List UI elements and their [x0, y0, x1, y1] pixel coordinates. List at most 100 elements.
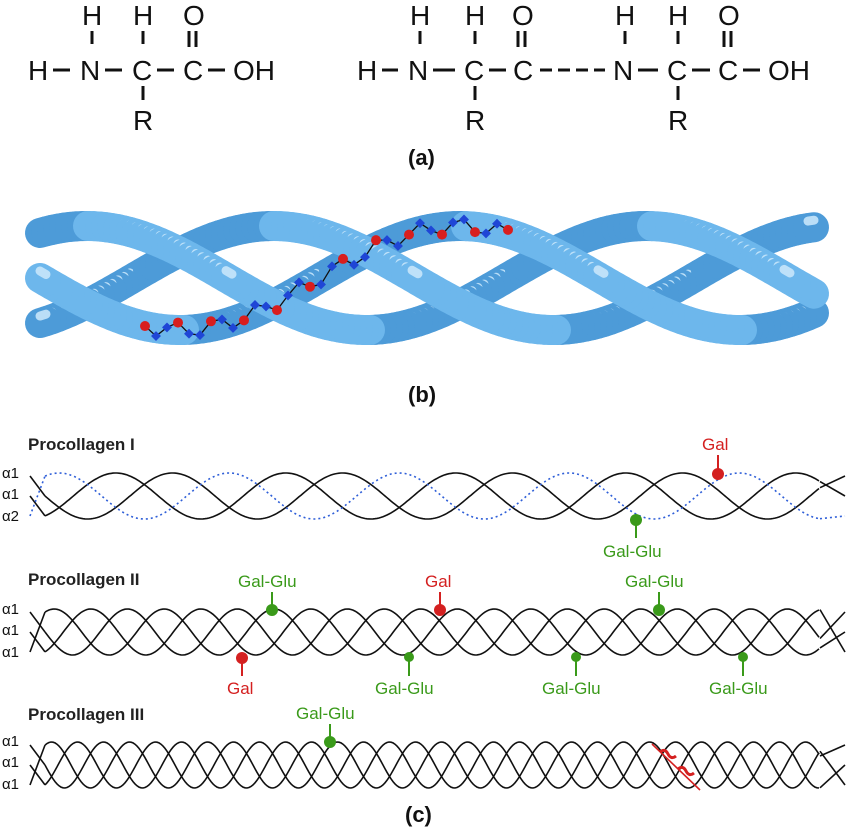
atom-o: O	[718, 0, 740, 31]
gal-glu-marker: Gal-Glu	[375, 652, 434, 698]
mod-label-gal-glu: Gal-Glu	[625, 572, 684, 591]
helix-highlight	[35, 309, 51, 321]
atom-h: H	[357, 55, 377, 86]
gal-marker: Gal	[227, 652, 253, 698]
residue-bead	[492, 218, 502, 229]
residue-bead	[217, 314, 227, 325]
atom-c: C	[667, 55, 687, 86]
helix-tube-segment	[793, 212, 829, 244]
glycine-bead	[437, 229, 447, 240]
atom-h: H	[28, 55, 48, 86]
residue-bead	[195, 330, 205, 341]
alpha1-chain	[44, 741, 820, 789]
residue-bead	[294, 277, 304, 288]
helix-highlight	[221, 266, 237, 279]
helix-tube-segment	[769, 261, 805, 295]
glycine-bead	[371, 235, 381, 246]
procollagen-i-title: Procollagen I	[28, 435, 135, 454]
glycine-bead	[239, 315, 249, 326]
alpha1-chain	[44, 608, 820, 656]
chain-tail	[819, 764, 846, 789]
atom-h: H	[410, 0, 430, 31]
gal-glu-marker: Gal-Glu	[238, 572, 297, 616]
procollagen-ii-helix	[29, 608, 846, 656]
alpha1-chain	[44, 472, 820, 520]
chain-tail	[819, 475, 846, 489]
helix-highlight	[407, 265, 423, 279]
group-oh: OH	[768, 55, 810, 86]
residue-bead	[349, 259, 359, 270]
mod-label-gal-glu: Gal-Glu	[238, 572, 297, 591]
disulfide-bond	[659, 748, 677, 760]
chain-label-alpha1: α1	[2, 776, 19, 793]
mod-label-gal-glu: Gal-Glu	[603, 542, 662, 561]
glycine-bead	[272, 305, 282, 316]
alpha1-chain	[44, 741, 820, 789]
chain-tail	[819, 744, 846, 757]
residue-bead	[316, 279, 326, 290]
helix-tube-segment	[583, 261, 619, 296]
residue-bead	[382, 235, 392, 246]
side-chain-r: R	[133, 105, 153, 136]
gal-glu-marker: Gal-Glu	[296, 704, 355, 748]
mod-label-gal: Gal	[425, 572, 451, 591]
dipeptide-structure: H H O H H O H N C C N C C	[357, 0, 810, 136]
chain-tail	[819, 515, 846, 520]
panel-label-a: (a)	[408, 145, 435, 170]
mod-label-gal-glu: Gal-Glu	[709, 679, 768, 698]
atom-c: C	[183, 55, 203, 86]
alpha1-chain	[44, 608, 820, 656]
chain-label-alpha1: α1	[2, 486, 19, 503]
gal-glu-marker: Gal-Glu	[709, 652, 768, 698]
glycine-bead	[173, 317, 183, 328]
atom-n: N	[408, 55, 428, 86]
residue-bead	[360, 252, 370, 263]
residue-bead	[426, 225, 436, 236]
residue-bead	[162, 322, 172, 333]
helix-tube-segment	[211, 262, 247, 297]
glycine-bead	[503, 224, 513, 235]
crosslink-marker	[651, 743, 701, 791]
alpha2-chain	[44, 472, 820, 520]
panel-c: Procollagen I α1 α1 α2 Procollagen II α1…	[2, 435, 846, 827]
chain-label-alpha1: α1	[2, 733, 19, 750]
side-chain-r: R	[668, 105, 688, 136]
atom-n: N	[613, 55, 633, 86]
alpha1-chain	[44, 472, 820, 520]
atom-c: C	[718, 55, 738, 86]
chain-tail	[29, 475, 46, 497]
chain-tail	[29, 744, 46, 786]
atom-n: N	[80, 55, 100, 86]
chain-label-alpha1: α1	[2, 601, 19, 618]
chain-tail	[29, 631, 46, 653]
glycine-bead	[404, 229, 414, 240]
chain-tail	[819, 631, 846, 649]
residue-bead	[459, 214, 469, 225]
gal-marker: Gal	[425, 572, 451, 616]
residue-bead	[393, 241, 403, 251]
helix-highlight	[779, 264, 795, 278]
mod-label-gal-glu: Gal-Glu	[542, 679, 601, 698]
helix-highlight	[803, 215, 819, 226]
atom-c: C	[464, 55, 484, 86]
chain-label-alpha1: α1	[2, 465, 19, 482]
chain-label-alpha1: α1	[2, 644, 19, 661]
helix-highlight	[35, 266, 51, 279]
chain-tail	[29, 744, 46, 766]
chain-tail	[29, 611, 46, 633]
residue-bead	[448, 217, 458, 228]
chain-tail	[819, 609, 846, 653]
residue-bead	[151, 331, 161, 342]
atom-c: C	[132, 55, 152, 86]
gal-marker: Gal	[702, 435, 728, 480]
gal-glu-marker: Gal-Glu	[542, 652, 601, 698]
residue-bead	[283, 290, 293, 301]
helix-highlight	[593, 265, 609, 278]
chain-tail	[29, 495, 46, 517]
glycine-bead	[470, 227, 480, 238]
residue-bead	[481, 228, 491, 239]
chain-label-alpha1: α1	[2, 754, 19, 771]
helix-tube-segment	[25, 306, 61, 339]
glycine-bead	[140, 321, 150, 332]
